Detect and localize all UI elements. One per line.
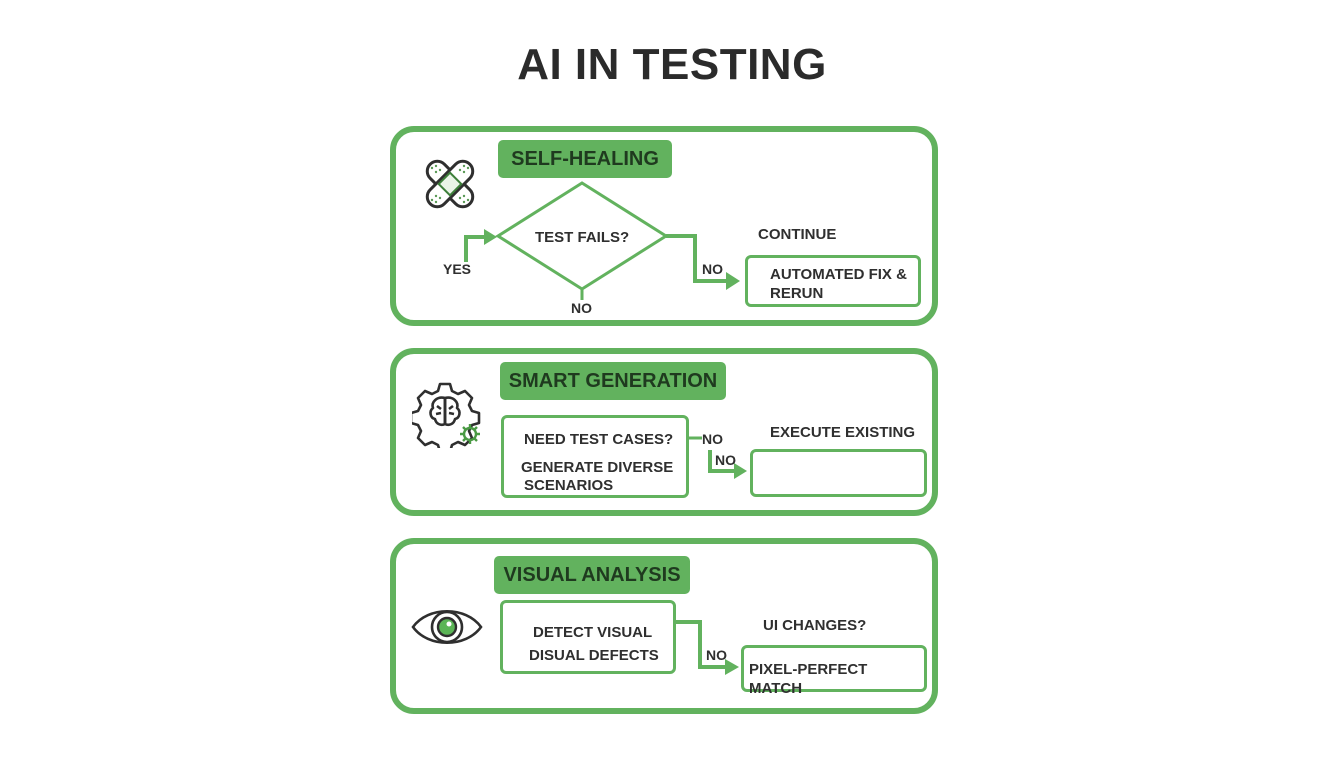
label-no-right: NO — [702, 261, 723, 277]
label-no-1: NO — [702, 431, 723, 447]
question-need-test-cases: NEED TEST CASES? — [524, 431, 674, 448]
heading-self-healing: SELF-HEALING — [498, 140, 672, 178]
action-line-2: DISUAL DEFECTS — [529, 647, 659, 664]
label-continue: CONTINUE — [758, 226, 837, 243]
no-right-arrow-line — [666, 234, 728, 283]
label-execute-existing: EXECUTE EXISTING — [770, 424, 916, 441]
decision-test-fails: TEST FAILS? — [535, 229, 630, 246]
question-box-need-test-cases: NEED TEST CASES? GENERATE DIVERSE SCENAR… — [501, 415, 689, 498]
action-line-2: RERUN — [770, 285, 824, 302]
yes-arrow-head — [484, 229, 497, 245]
no-arrow-line — [708, 450, 736, 473]
heading-smart-generation: SMART GENERATION — [500, 362, 726, 400]
label-yes: YES — [443, 261, 472, 277]
page-title: AI IN TESTING — [517, 40, 827, 89]
yes-arrow-line — [464, 235, 486, 262]
eye-icon — [411, 609, 483, 645]
no-arrow-head — [725, 659, 739, 675]
result-pixel-perfect: PIXEL-PERFECT MATCH — [749, 661, 868, 697]
action-line-1: GENERATE DIVERSE — [521, 459, 674, 476]
result-box-execute-existing — [750, 449, 927, 497]
label-no-2: NO — [715, 452, 736, 468]
no-arrow-line — [676, 620, 727, 669]
no-right-arrow-head — [726, 272, 740, 290]
action-box-detect-visual: DETECT VISUAL DISUAL DEFECTS — [500, 600, 676, 674]
label-no: NO — [706, 647, 727, 663]
label-no-bottom: NO — [571, 300, 592, 316]
action-line-2: SCENARIOS — [524, 477, 614, 494]
brain-gear-icon — [412, 382, 481, 448]
result-box-pixel-perfect: PIXEL-PERFECT MATCH — [741, 645, 927, 697]
label-ui-changes: UI CHANGES? — [763, 617, 867, 634]
action-line-1: DETECT VISUAL — [533, 624, 653, 641]
action-line-1: AUTOMATED FIX & — [770, 266, 907, 283]
no-arrow-head — [734, 463, 747, 479]
bandage-icon — [425, 159, 475, 209]
heading-visual-analysis: VISUAL ANALYSIS — [494, 556, 690, 594]
action-automated-fix: AUTOMATED FIX & RERUN — [745, 255, 921, 307]
